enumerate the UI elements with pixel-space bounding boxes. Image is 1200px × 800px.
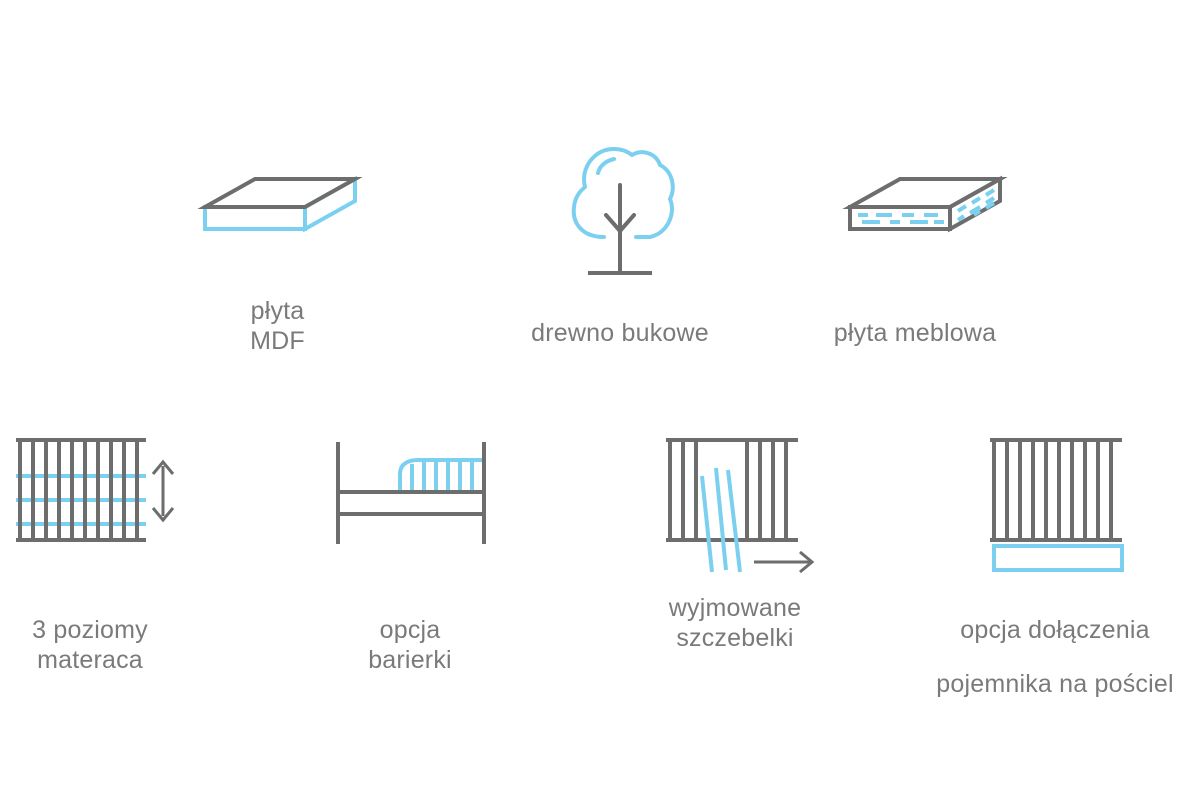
feature-mattress-levels-label-line1: 3 poziomy [32,616,148,644]
bedding-container-icon [990,438,1124,572]
feature-furniture-board-label: płyta meblowa [833,319,997,347]
feature-mdf-label-line2: MDF [250,327,305,355]
feature-beech-label: drewno bukowe [531,319,709,347]
feature-beech [560,135,680,280]
feature-bedding-container-label-line1: opcja dołączenia [960,616,1150,644]
feature-bedding-container-label-line2: pojemnika na pościel [936,670,1174,698]
feature-mattress-levels-label: 3 poziomy materaca [5,615,175,675]
feature-removable-rungs [662,436,822,576]
feature-removable-rungs-label-line2: szczebelki [676,624,794,652]
mdf-board-icon [197,175,363,233]
tree-icon [571,147,675,275]
bed-barrier-icon [336,442,486,544]
feature-barrier-label: opcja barierki [330,615,490,675]
feature-mattress-levels-label-line2: materaca [37,646,143,674]
feature-mdf-label: płyta MDF [200,296,355,356]
feature-bedding-container [986,436,1131,576]
mattress-levels-icon [16,438,175,542]
feature-barrier-label-line1: opcja [379,616,441,644]
feature-removable-rungs-label: wyjmowane szczebelki [650,593,820,653]
feature-furniture-board [840,165,1010,240]
feature-mattress-levels [12,436,182,546]
feature-barrier [332,438,497,548]
feature-bedding-container-label: opcja dołączenia pojemnika na pościel [915,615,1195,699]
feature-mdf-label-line1: płyta [250,297,305,325]
removable-rungs-icon [666,438,815,574]
feature-removable-rungs-label-line1: wyjmowane [668,594,802,622]
feature-mdf [195,165,365,240]
feature-barrier-label-line2: barierki [368,646,452,674]
furniture-board-icon [842,175,1008,233]
